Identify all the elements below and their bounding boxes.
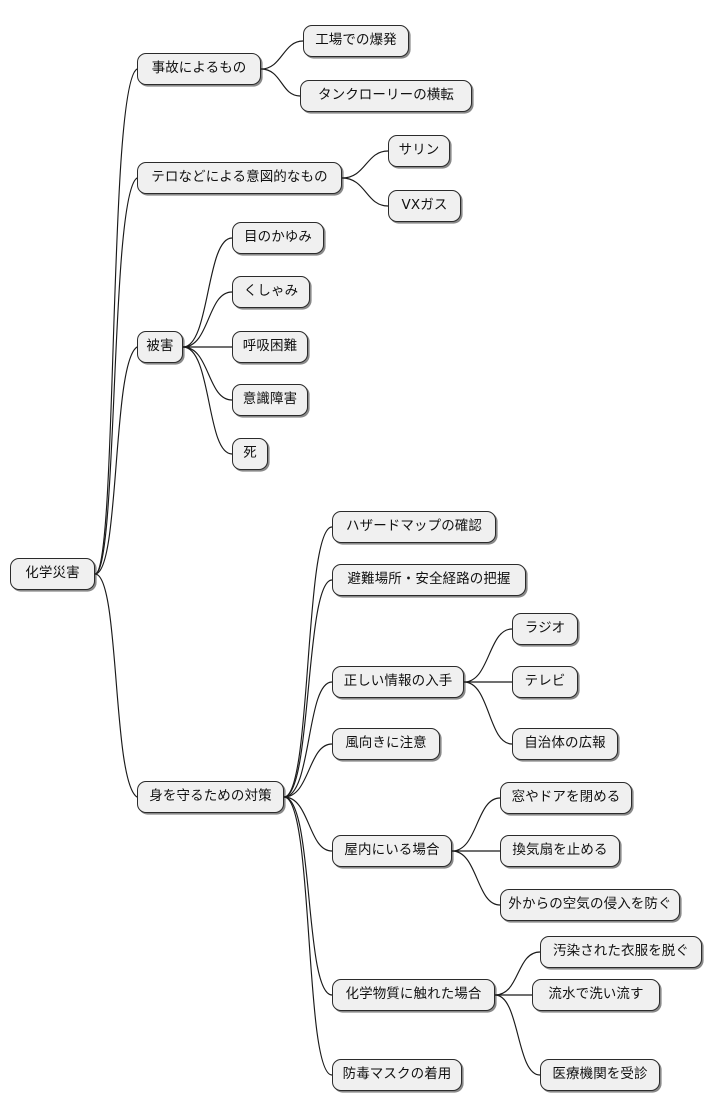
node-accident[interactable]: 事故によるもの: [137, 53, 261, 85]
node-damage-child-death[interactable]: 死: [232, 438, 268, 470]
node-protection-label: 身を守るための対策: [149, 788, 272, 805]
node-accident-label: 事故によるもの: [151, 60, 247, 77]
node-accident-child-tanker-rollover-label: タンクローリーの横転: [318, 87, 454, 104]
node-protection-child-wind-direction[interactable]: 風向きに注意: [332, 728, 440, 760]
node-damage-child-itchy-eyes[interactable]: 目のかゆみ: [232, 222, 324, 254]
node-intentional[interactable]: テロなどによる意図的なもの: [137, 162, 342, 194]
edge-damage-to-c2: [182, 291, 233, 348]
node-info-child-radio-label: ラジオ: [524, 620, 566, 637]
edge-indoor-to-c3: [451, 850, 501, 906]
node-indoor-child-close-windows-doors[interactable]: 窓やドアを閉める: [500, 782, 632, 814]
node-indoor-child-stop-ventilation-fan-label: 換気扇を止める: [512, 842, 608, 859]
node-damage-child-sneezing[interactable]: くしゃみ: [232, 276, 310, 308]
node-info-child-municipal-bulletin[interactable]: 自治体の広報: [512, 728, 618, 760]
node-protection-child-indoors[interactable]: 屋内にいる場合: [332, 835, 452, 867]
node-indoor-child-prevent-outside-air[interactable]: 外からの空気の侵入を防ぐ: [500, 889, 680, 921]
node-damage-child-breathing-difficulty[interactable]: 呼吸困難: [232, 331, 308, 363]
edge-intentional-to-c1: [341, 150, 389, 179]
node-damage[interactable]: 被害: [137, 331, 183, 363]
node-accident-child-tanker-rollover[interactable]: タンクローリーの横転: [300, 80, 472, 112]
node-indoor-child-close-windows-doors-label: 窓やドアを閉める: [511, 789, 621, 806]
node-info-child-television-label: テレビ: [524, 673, 566, 690]
node-contact-child-seek-medical-care-label: 医療機関を受診: [552, 1066, 648, 1083]
node-info-child-radio[interactable]: ラジオ: [512, 613, 578, 645]
node-contact-child-seek-medical-care[interactable]: 医療機関を受診: [540, 1059, 660, 1091]
edge-accident-to-c1: [260, 40, 304, 70]
node-intentional-child-sarin-label: サリン: [398, 142, 440, 159]
node-protection-child-indoors-label: 屋内にいる場合: [344, 842, 440, 859]
edge-protection-to-c7: [283, 796, 333, 1076]
node-protection-child-gas-mask-label: 防毒マスクの着用: [342, 1066, 452, 1083]
node-accident-child-factory-explosion-label: 工場での爆発: [315, 32, 397, 49]
node-protection-child-evacuation-route[interactable]: 避難場所・安全経路の把握: [332, 564, 526, 596]
node-intentional-child-sarin[interactable]: サリン: [388, 135, 450, 167]
node-protection-child-chemical-contact-label: 化学物質に触れた場合: [345, 986, 482, 1003]
node-protection-child-correct-information[interactable]: 正しい情報の入手: [332, 666, 464, 698]
node-contact-child-remove-clothing[interactable]: 汚染された衣服を脱ぐ: [540, 936, 702, 968]
node-protection-child-chemical-contact[interactable]: 化学物質に触れた場合: [332, 979, 495, 1011]
edge-root-to-damage: [94, 346, 138, 575]
node-contact-child-rinse-with-water-label: 流水で洗い流す: [548, 986, 644, 1003]
edge-protection-to-c5: [283, 796, 333, 852]
node-info-child-municipal-bulletin-label: 自治体の広報: [524, 735, 606, 752]
node-accident-child-factory-explosion[interactable]: 工場での爆発: [303, 25, 409, 57]
node-protection-child-evacuation-route-label: 避難場所・安全経路の把握: [347, 571, 511, 588]
edge-indoor-to-c1: [451, 797, 501, 852]
node-intentional-label: テロなどによる意図的なもの: [151, 169, 328, 186]
node-damage-child-consciousness-disorder-label: 意識障害: [242, 391, 298, 408]
node-intentional-child-vx-gas-label: VXガス: [401, 197, 448, 214]
node-root[interactable]: 化学災害: [10, 558, 95, 590]
node-contact-child-rinse-with-water[interactable]: 流水で洗い流す: [532, 979, 660, 1011]
node-damage-child-consciousness-disorder[interactable]: 意識障害: [232, 384, 308, 416]
edge-root-to-accident: [94, 68, 138, 575]
node-indoor-child-prevent-outside-air-label: 外からの空気の侵入を防ぐ: [508, 896, 672, 913]
edge-accident-to-c2: [260, 68, 301, 97]
edge-info-to-c3: [463, 681, 513, 745]
edge-protection-to-c3: [283, 681, 333, 798]
edge-protection-to-c1: [283, 526, 333, 798]
edge-intentional-to-c2: [341, 177, 389, 207]
edge-damage-to-c5: [182, 346, 233, 455]
node-protection-child-hazard-map[interactable]: ハザードマップの確認: [332, 511, 496, 543]
node-damage-child-death-label: 死: [243, 445, 257, 462]
node-damage-child-sneezing-label: くしゃみ: [243, 283, 299, 300]
node-contact-child-remove-clothing-label: 汚染された衣服を脱ぐ: [553, 943, 689, 960]
node-protection-child-hazard-map-label: ハザードマップの確認: [346, 518, 482, 535]
node-damage-child-itchy-eyes-label: 目のかゆみ: [244, 229, 312, 246]
edge-info-to-c1: [463, 628, 513, 683]
edge-protection-to-c2: [283, 579, 333, 798]
edge-protection-to-c4: [283, 743, 333, 798]
node-protection-child-wind-direction-label: 風向きに注意: [345, 735, 427, 752]
edge-damage-to-c4: [182, 346, 233, 401]
edge-root-to-protection: [94, 573, 138, 798]
node-info-child-television[interactable]: テレビ: [512, 666, 578, 698]
node-damage-label: 被害: [146, 338, 174, 355]
edge-protection-to-c6: [283, 796, 333, 996]
node-protection-child-correct-information-label: 正しい情報の入手: [343, 673, 453, 690]
edge-root-to-intentional: [94, 177, 138, 575]
edge-damage-to-c1: [182, 237, 233, 348]
node-indoor-child-stop-ventilation-fan[interactable]: 換気扇を止める: [500, 835, 620, 867]
node-protection-child-gas-mask[interactable]: 防毒マスクの着用: [332, 1059, 462, 1091]
node-intentional-child-vx-gas[interactable]: VXガス: [388, 190, 461, 222]
node-protection[interactable]: 身を守るための対策: [137, 781, 284, 813]
node-root-label: 化学災害: [25, 565, 80, 582]
node-damage-child-breathing-difficulty-label: 呼吸困難: [242, 338, 298, 355]
